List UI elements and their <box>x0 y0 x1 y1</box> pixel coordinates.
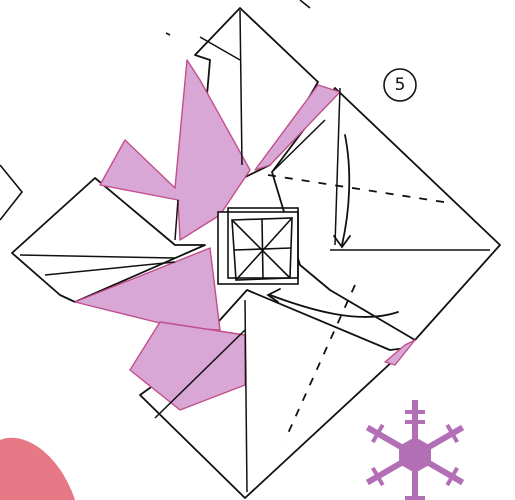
center-square <box>218 208 298 284</box>
step-number: 5 <box>383 68 417 102</box>
background-blob <box>0 438 75 500</box>
snowflake-icon <box>366 400 464 500</box>
